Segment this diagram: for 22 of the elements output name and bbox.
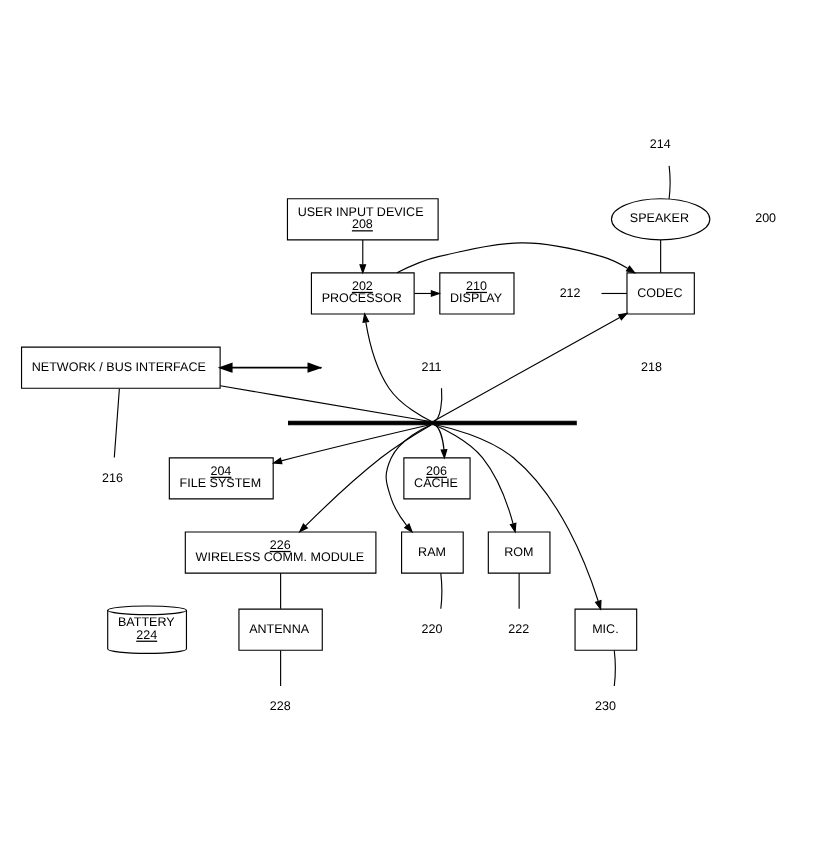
connector (280, 572, 282, 610)
connector (668, 165, 671, 200)
connector (600, 292, 628, 295)
arrow (271, 424, 431, 465)
arrow (385, 424, 432, 534)
arrow (362, 312, 432, 422)
arrow (359, 239, 367, 275)
arrow (434, 424, 448, 460)
connector (440, 572, 443, 610)
connector (518, 572, 520, 610)
arrow (298, 424, 432, 533)
connector (113, 388, 120, 459)
connector (280, 649, 282, 687)
node-bar (288, 420, 577, 426)
connector (219, 385, 430, 422)
connector (613, 649, 616, 687)
connector (660, 239, 662, 274)
arrow (433, 424, 517, 534)
connector (434, 387, 443, 422)
arrow (396, 242, 637, 274)
arrow (433, 312, 629, 422)
arrow (434, 424, 602, 611)
